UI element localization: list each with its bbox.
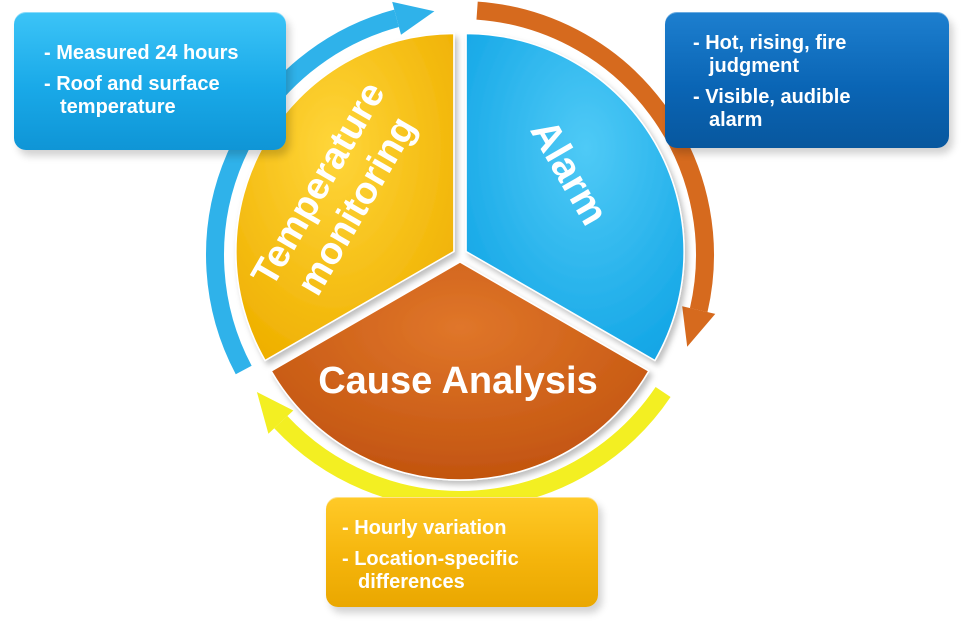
cause-analysis-callout: - Hourly variation - Location-specific d…: [326, 497, 598, 607]
arrow-temperature-to-alarm-head: [392, 1, 435, 35]
callout-item: - Hourly variation: [342, 517, 507, 539]
arrow-alarm-to-cause-body: [476, 1, 714, 313]
callout-item: - Hot, rising, fire judgment: [693, 32, 847, 77]
arrow-cause-to-temperature-head: [256, 392, 294, 434]
callout-item: - Location-specific differences: [342, 548, 519, 593]
arrow-temperature-to-alarm-body: [206, 9, 399, 375]
callout-item: - Measured 24 hours: [44, 42, 239, 64]
alarm-callout: - Hot, rising, fire judgment - Visible, …: [665, 12, 949, 148]
callout-item: - Visible, audible alarm: [693, 86, 851, 131]
cause-analysis-segment: [270, 261, 650, 481]
arrow-alarm-to-cause-head: [682, 306, 716, 347]
alarm-segment: [465, 32, 685, 362]
cause-analysis-label: Cause Analysis: [318, 360, 598, 402]
callout-item: - Roof and surface temperature: [44, 73, 220, 118]
temperature-monitoring-callout: - Measured 24 hours - Roof and surface t…: [14, 12, 286, 150]
